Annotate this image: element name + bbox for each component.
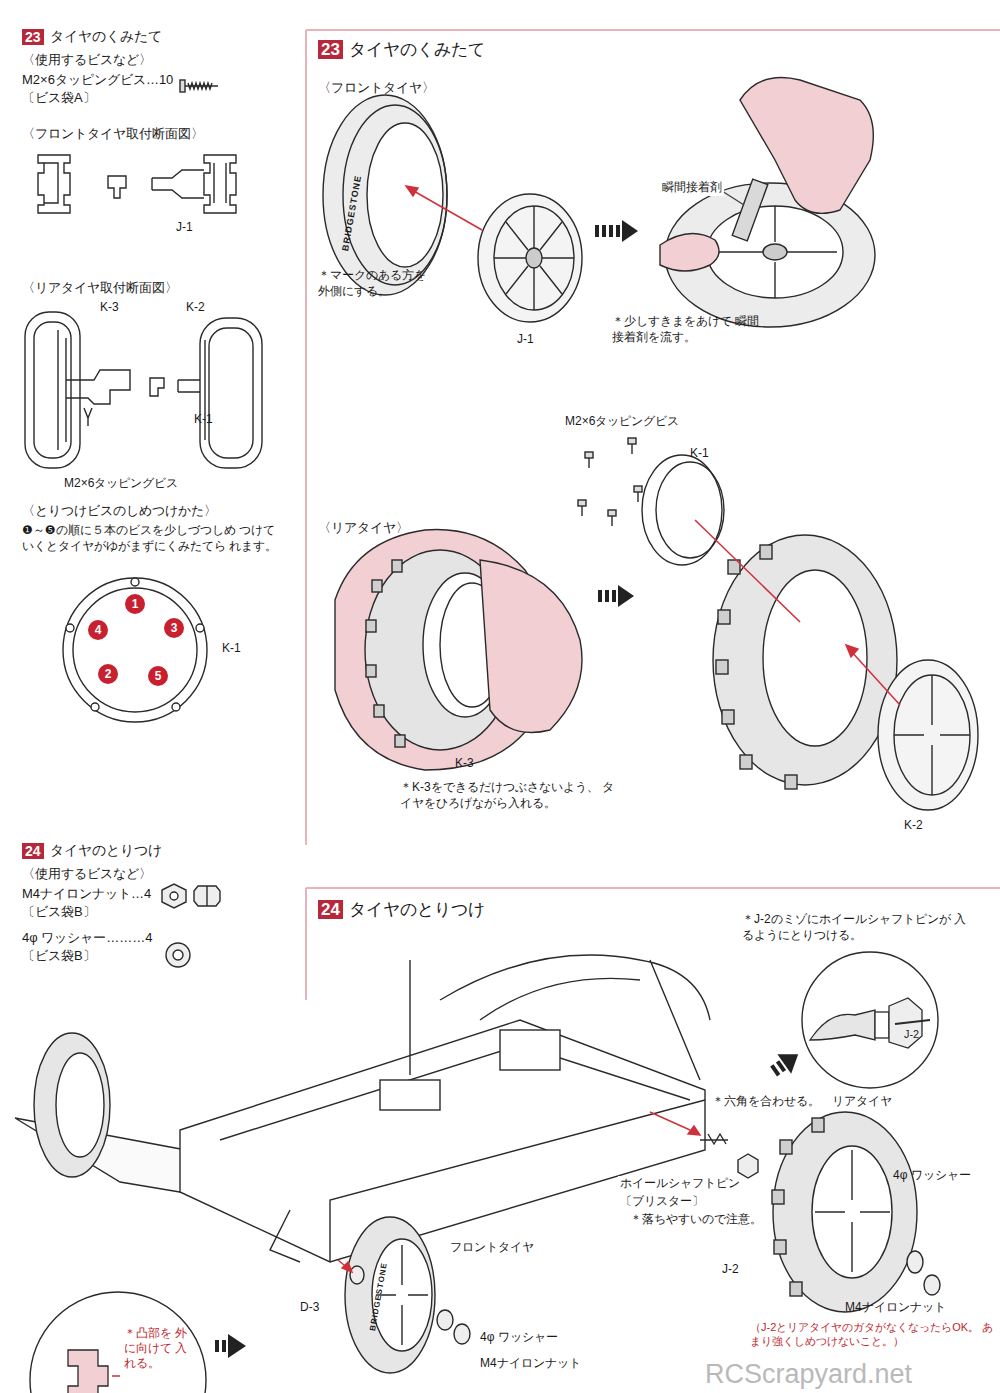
order-number: 3 (164, 618, 184, 638)
part-label: 瞬間接着剤 (660, 180, 724, 196)
part-label: 〈使用するビスなど〉 (22, 52, 152, 69)
order-digit: 2 (105, 667, 112, 681)
step-title: タイヤのくみたて (349, 38, 485, 61)
part-label: フロントタイヤ (450, 1240, 534, 1256)
part-label: 〔ビス袋B〕 (22, 948, 96, 965)
part-label: M2×6タッピングビス (565, 414, 679, 430)
part-label: 4φ ワッシャー………4 (22, 930, 153, 947)
section-heading: 24 タイヤのとりつけ (318, 898, 485, 921)
step-number: 23 (318, 40, 343, 60)
part-label: リアタイヤ (832, 1094, 892, 1110)
detail-note: ＊凸部を 外に向けて 入れる。 (124, 1326, 190, 1371)
part-label: ＊落ちやすいので注意。 (628, 1212, 764, 1228)
part-label: 〈フロントタイヤ取付断面図〉 (22, 126, 204, 143)
part-label: K-1 (194, 412, 213, 428)
order-digit: 1 (132, 597, 139, 611)
order-number: 4 (88, 620, 108, 640)
section-heading: 23 タイヤのくみたて (22, 28, 162, 46)
part-label: K-2 (186, 300, 205, 316)
part-label: 〈リアタイヤ〉 (318, 520, 409, 537)
part-label: 〈使用するビスなど〉 (22, 866, 152, 883)
part-label: K-1 (690, 446, 709, 462)
part-label: K-2 (904, 818, 923, 834)
part-label: K-1 (222, 641, 241, 657)
step-title: タイヤのとりつけ (349, 898, 485, 921)
part-label: 〈フロントタイヤ〉 (318, 80, 435, 97)
part-label: M4ナイロンナット…4 (22, 886, 151, 903)
order-number: 2 (98, 664, 118, 684)
part-label: K-3 (455, 756, 474, 772)
part-label: M2×6タッピングビス…10 (22, 72, 173, 89)
detail-note: J-2 (904, 1028, 938, 1041)
step-number: 23 (22, 29, 44, 46)
detail-circle: J-2 (800, 950, 940, 1090)
part-label: 〈とりつけビスのしめつけかた〉 (22, 503, 217, 520)
part-label: J-1 (176, 220, 193, 236)
part-label: ❶～❺の順に５本のビスを少しづつしめ つけていくとタイヤがゆがまずにくみたてら … (22, 523, 280, 554)
part-label: 4φ ワッシャー (480, 1330, 558, 1346)
order-digit: 5 (155, 669, 162, 683)
part-label: K-3 (100, 300, 119, 316)
part-label: 〈リアタイヤ取付断面図〉 (22, 280, 178, 297)
part-label: RCScrapyard.net (705, 1357, 912, 1392)
order-number: 1 (125, 594, 145, 614)
part-label: ＊六角を合わせる。 (712, 1094, 820, 1110)
section-heading: 23 タイヤのくみたて (318, 38, 485, 61)
step-title: タイヤのとりつけ (50, 842, 162, 860)
detail-circle: ＊凸部を 外に向けて 入れる。 (28, 1290, 208, 1393)
part-label: 〔ビス袋B〕 (22, 904, 96, 921)
part-label: ＊K-3をできるだけつぶさないよう、 タイヤをひろげながら入れる。 (400, 780, 620, 811)
part-label: ＊少しすきまをあけて 瞬間接着剤を流す。 (612, 314, 762, 345)
section-heading: 24 タイヤのとりつけ (22, 842, 162, 860)
part-label: D-3 (300, 1300, 319, 1316)
part-label: ＊マークのある方を 外側にする。 (318, 268, 440, 299)
part-label: （J-2とリアタイヤのガタがなくなったらOK。 あまり強くしめつけないこと。） (750, 1320, 995, 1349)
part-label: 〔ブリスター〕 (618, 1194, 706, 1210)
order-number: 5 (148, 666, 168, 686)
part-label: M4ナイロンナット (845, 1300, 946, 1316)
order-digit: 3 (171, 621, 178, 635)
step-title: タイヤのくみたて (50, 28, 162, 46)
step-number: 24 (22, 843, 44, 860)
part-label: M4ナイロンナット (480, 1356, 581, 1372)
order-digit: 4 (95, 623, 102, 637)
part-label: J-2 (722, 1262, 739, 1278)
detail-outline (800, 950, 940, 1090)
part-label: J-1 (517, 332, 534, 348)
step-number: 24 (318, 900, 343, 920)
part-label: M2×6タッピングビス (62, 476, 180, 492)
part-label: ホイールシャフトピン (618, 1176, 742, 1192)
part-label: 4φ ワッシャー (893, 1168, 971, 1184)
part-label: 〔ビス袋A〕 (22, 90, 96, 107)
part-label: ＊J-2のミゾにホイールシャフトピンが 入るようにとりつける。 (742, 912, 977, 943)
